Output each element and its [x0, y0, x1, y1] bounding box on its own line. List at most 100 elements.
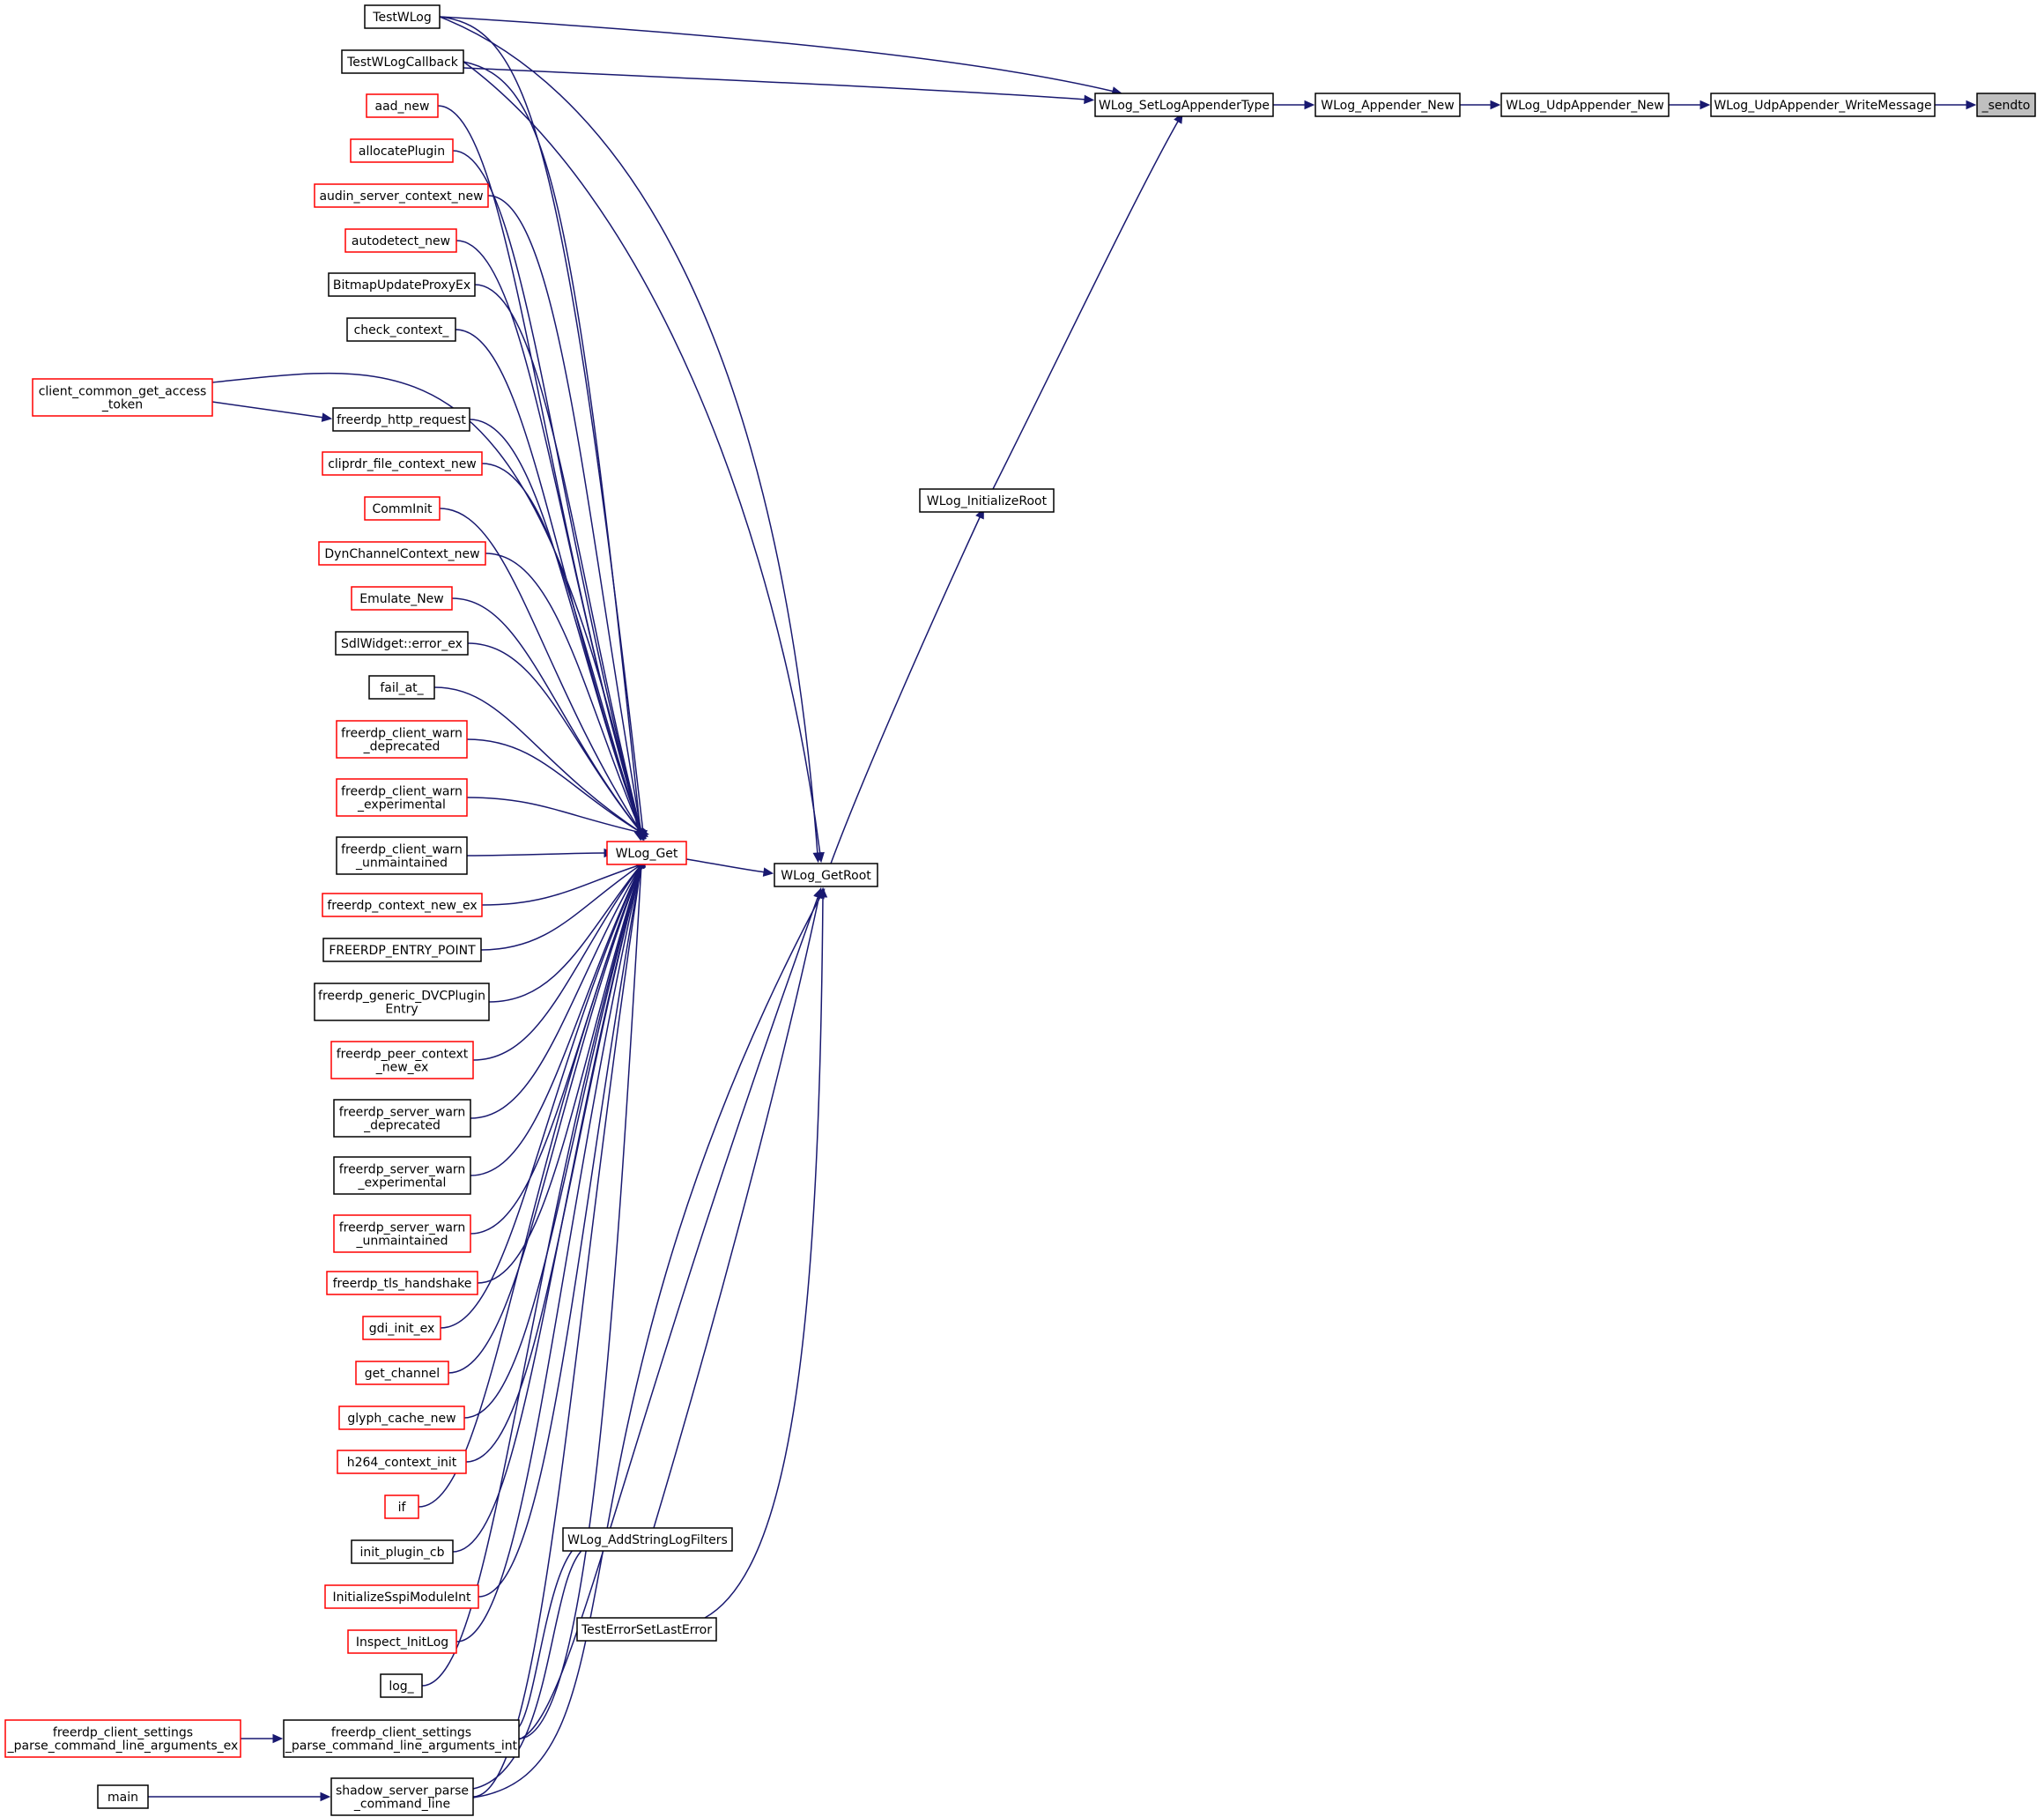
node-client-warn-exp[interactable]: freerdp_client_warn_experimental: [336, 778, 468, 817]
node-peer-context[interactable]: freerdp_peer_context_new_ex: [330, 1041, 474, 1079]
node-box: [1094, 93, 1274, 117]
node-box: [606, 841, 687, 865]
edge-comminit-to-wlog_get: [439, 508, 642, 834]
arrowhead-parse_ex-to-parse_int: [272, 1733, 284, 1744]
node-label: CommInit: [373, 502, 433, 516]
node-box: [335, 631, 469, 656]
node-label: InitializeSspiModuleInt: [333, 1591, 471, 1605]
node-emulate[interactable]: Emulate_New: [351, 586, 453, 611]
node-set-type[interactable]: WLog_SetLogAppenderType: [1094, 93, 1274, 117]
edge-test_wlog-to-set_type: [439, 16, 1115, 93]
node-http-request[interactable]: freerdp_http_request: [332, 407, 470, 432]
node-box: [774, 863, 878, 887]
node-bitmap-update[interactable]: BitmapUpdateProxyEx: [328, 272, 476, 297]
node-server-warn-exp[interactable]: freerdp_server_warn_experimental: [333, 1156, 471, 1195]
node-label: freerdp_peer_context: [337, 1048, 469, 1062]
node-init-root[interactable]: WLog_InitializeRoot: [919, 488, 1055, 513]
node-label: fail_at_: [380, 681, 424, 695]
node-udp-new[interactable]: WLog_UdpAppender_New: [1500, 93, 1670, 117]
node-client-warn-unm[interactable]: freerdp_client_warn_unmaintained: [336, 836, 468, 875]
node-aad-new[interactable]: aad_new: [366, 93, 439, 118]
node-box: [351, 1539, 454, 1564]
node-fail-at[interactable]: fail_at_: [368, 675, 435, 700]
node-glyph-cache[interactable]: glyph_cache_new: [338, 1405, 465, 1430]
arrowhead-test_wlog_cb-to-set_type: [1084, 94, 1095, 105]
node-allocate-plugin[interactable]: allocatePlugin: [350, 138, 454, 163]
node-label: FREERDP_ENTRY_POINT: [329, 944, 476, 958]
node-server-warn-dep[interactable]: freerdp_server_warn_deprecated: [333, 1099, 471, 1138]
node-box: [336, 836, 468, 875]
edge-allocate_plugin-to-wlog_get: [452, 150, 642, 834]
node-audin[interactable]: audin_server_context_new: [314, 183, 489, 208]
node-entry-point[interactable]: FREERDP_ENTRY_POINT: [322, 938, 482, 962]
arrowhead-udp_new-to-write_message: [1700, 100, 1711, 110]
node-add-filters[interactable]: WLog_AddStringLogFilters: [562, 1527, 733, 1552]
node-label: log_: [389, 1680, 414, 1694]
node-autodetect[interactable]: autodetect_new: [344, 228, 457, 253]
node-init-plugin-cb[interactable]: init_plugin_cb: [351, 1539, 454, 1564]
node-sendto[interactable]: _sendto: [1976, 93, 2036, 117]
node-sdlwidget[interactable]: SdlWidget::error_ex: [335, 631, 469, 656]
node-sspi[interactable]: InitializeSspiModuleInt: [324, 1584, 479, 1609]
node-label: freerdp_client_warn: [341, 727, 463, 741]
node-dynchannel[interactable]: DynChannelContext_new: [318, 541, 486, 566]
node-server-warn-unm[interactable]: freerdp_server_warn_unmaintained: [333, 1214, 471, 1253]
node-parse-ex[interactable]: freerdp_client_settings_parse_command_li…: [4, 1719, 241, 1758]
node-client-warn-dep[interactable]: freerdp_client_warn_deprecated: [336, 720, 468, 759]
node-test-wlog-cb[interactable]: TestWLogCallback: [341, 49, 464, 74]
edge-audin-to-wlog_get: [487, 195, 642, 834]
node-test-wlog[interactable]: TestWLog: [364, 4, 441, 29]
node-if-node[interactable]: if: [384, 1494, 419, 1519]
node-label: _new_ex: [375, 1061, 429, 1075]
node-log-[interactable]: log_: [380, 1673, 423, 1698]
edge-dynchannel-to-wlog_get: [485, 553, 642, 834]
node-parse-int[interactable]: freerdp_client_settings_parse_command_li…: [283, 1719, 520, 1758]
node-box: [314, 183, 489, 208]
node-shadow-parse[interactable]: shadow_server_parse_command_line: [330, 1777, 474, 1816]
node-client-common[interactable]: client_common_get_access_token: [32, 378, 213, 417]
node-box: [350, 138, 454, 163]
node-label: Entry: [385, 1003, 418, 1017]
node-wlog-get[interactable]: WLog_Get: [606, 841, 687, 865]
node-comminit[interactable]: CommInit: [364, 496, 441, 521]
node-label: get_channel: [365, 1367, 440, 1381]
node-box: [338, 1405, 465, 1430]
node-appender-new[interactable]: WLog_Appender_New: [1315, 93, 1461, 117]
edge-entry_point-to-wlog_get: [480, 864, 642, 951]
node-box: [333, 1156, 471, 1195]
node-label: _unmaintained: [355, 857, 448, 871]
edge-parse_int-to-wlog_get: [518, 864, 642, 1739]
edge-if_node-to-wlog_get: [418, 864, 642, 1508]
edge-test_wlog_cb-to-set_type: [463, 67, 1087, 100]
arrowhead-set_type-to-appender_new: [1304, 100, 1315, 110]
node-gdi-init[interactable]: gdi_init_ex: [362, 1316, 441, 1340]
node-label: freerdp_client_settings: [331, 1726, 471, 1740]
node-box: [366, 93, 439, 118]
arrowhead-wlog_get-to-get_root: [762, 867, 774, 877]
arrowhead-shadow_parse-to-get_root: [816, 887, 826, 900]
node-test-error[interactable]: TestErrorSetLastError: [576, 1617, 717, 1642]
node-get-root[interactable]: WLog_GetRoot: [774, 863, 878, 887]
node-box: [326, 1271, 478, 1295]
node-label: TestErrorSetLastError: [581, 1623, 712, 1637]
node-cliprdr[interactable]: cliprdr_file_context_new: [322, 451, 483, 476]
node-context-new-ex[interactable]: freerdp_context_new_ex: [322, 893, 483, 917]
node-box: [341, 49, 464, 74]
node-box: [344, 228, 457, 253]
node-check-context[interactable]: check_context_: [346, 317, 456, 342]
node-h264[interactable]: h264_context_init: [337, 1450, 467, 1474]
node-get-channel[interactable]: get_channel: [355, 1361, 449, 1385]
node-label: BitmapUpdateProxyEx: [333, 278, 470, 293]
node-box: [347, 1629, 457, 1654]
edge-log_-to-wlog_get: [421, 864, 642, 1687]
node-write-message[interactable]: WLog_UdpAppender_WriteMessage: [1710, 93, 1936, 117]
node-inspect[interactable]: Inspect_InitLog: [347, 1629, 457, 1654]
node-label: WLog_Appender_New: [1321, 99, 1454, 113]
node-label: WLog_InitializeRoot: [927, 494, 1048, 508]
node-tls-handshake[interactable]: freerdp_tls_handshake: [326, 1271, 478, 1295]
node-label: Inspect_InitLog: [356, 1635, 448, 1650]
node-main[interactable]: main: [97, 1784, 149, 1809]
node-label: glyph_cache_new: [347, 1412, 455, 1426]
edge-test_wlog-to-get_root: [439, 16, 818, 856]
